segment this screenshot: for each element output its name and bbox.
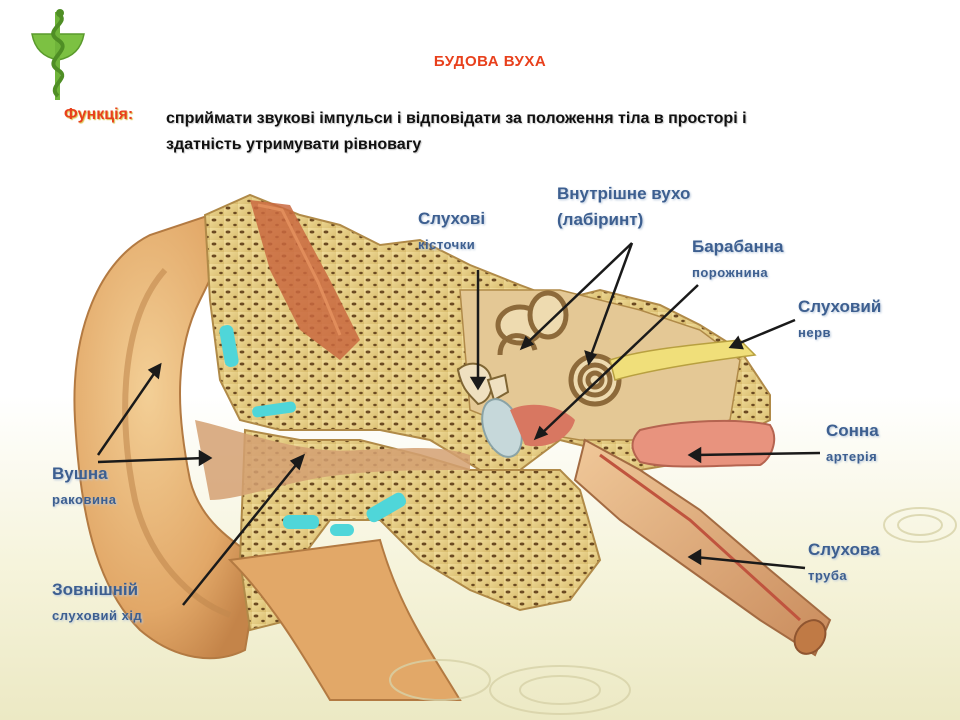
function-description: сприймати звукові імпульси і відповідати… (166, 106, 906, 158)
function-text-line1: сприймати звукові імпульси і відповідати… (166, 106, 906, 132)
label-carotid-artery: Сонна артерія (826, 418, 879, 470)
label-ossicles: Слухові кісточки (418, 206, 485, 258)
label-tympanic-cavity: Барабанна порожнина (692, 234, 783, 286)
label-external-canal: Зовнішній слуховий хід (52, 577, 142, 629)
function-label: Функція: (64, 106, 133, 124)
label-inner-ear: Внутрішне вухо (лабіринт) (557, 181, 690, 233)
label-auditory-nerve: Слуховий нерв (798, 294, 881, 346)
label-auricle: Вушна раковина (52, 461, 117, 513)
eustachian-tube (575, 440, 830, 655)
function-text-line2: здатність утримувати рівновагу (166, 132, 906, 158)
page-title: БУДОВА ВУХА (0, 53, 960, 70)
label-eustachian-tube: Слухова труба (808, 537, 880, 589)
carotid-artery (633, 421, 775, 467)
